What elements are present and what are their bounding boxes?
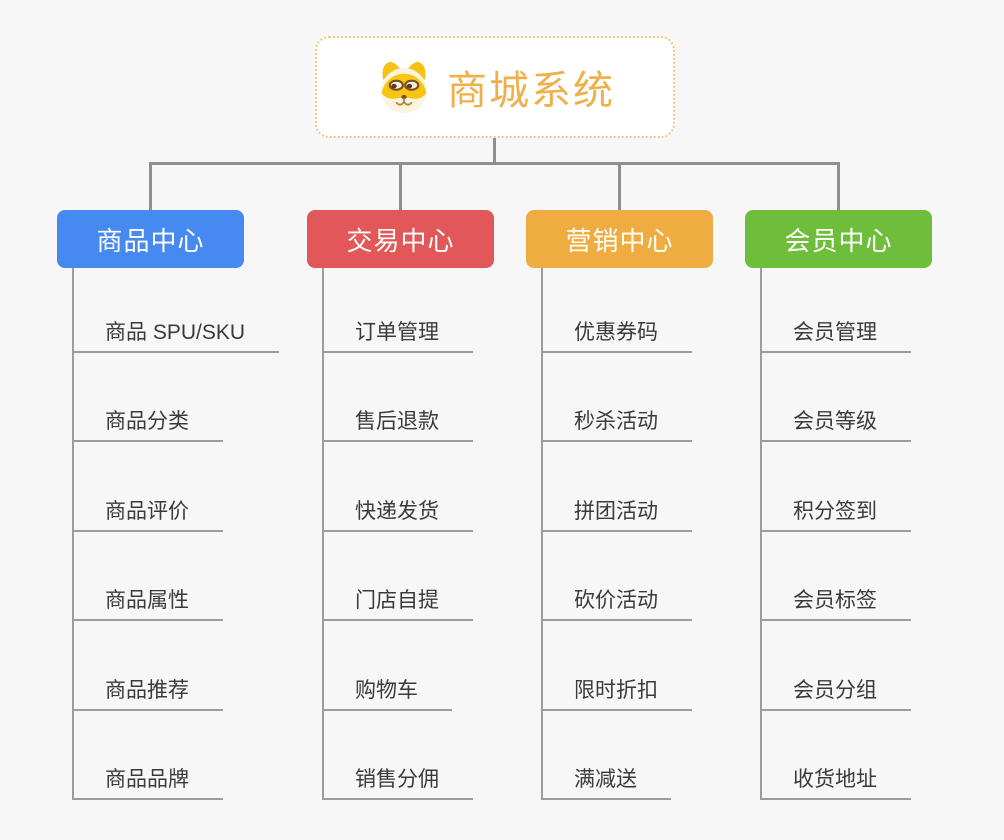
leaf-node[interactable]: 购物车	[322, 621, 452, 711]
leaf-node[interactable]: 秒杀活动	[541, 353, 692, 443]
leaf-node[interactable]: 销售分佣	[322, 711, 473, 800]
leaf-node[interactable]: 商品品牌	[72, 711, 223, 800]
leaf-node[interactable]: 商品属性	[72, 532, 223, 622]
branch-trunk-line	[322, 268, 324, 800]
leaf-list-trade: 订单管理 售后退款 快递发货 门店自提 购物车 销售分佣	[322, 268, 473, 800]
connector-drop-member	[837, 162, 840, 210]
leaf-node[interactable]: 订单管理	[322, 268, 473, 353]
connector-drop-trade	[399, 162, 402, 210]
leaf-node[interactable]: 优惠券码	[541, 268, 692, 353]
leaf-node[interactable]: 商品 SPU/SKU	[72, 268, 280, 353]
leaf-node[interactable]: 门店自提	[322, 532, 473, 622]
branch-node-product-center[interactable]: 商品中心	[57, 210, 244, 268]
root-node-label: 商城系统	[447, 69, 615, 113]
leaf-list-product: 商品 SPU/SKU 商品分类 商品评价 商品属性 商品推荐 商品品牌	[72, 268, 280, 800]
connector-drop-marketing	[618, 162, 621, 210]
branch-trade-center: 交易中心 订单管理 售后退款 快递发货 门店自提 购物车 销售分佣	[307, 210, 494, 800]
connector-horizontal-bus	[149, 162, 840, 165]
leaf-node[interactable]: 售后退款	[322, 353, 473, 443]
leaf-node[interactable]: 商品推荐	[72, 621, 223, 711]
branch-product-center: 商品中心 商品 SPU/SKU 商品分类 商品评价 商品属性 商品推荐 商品品牌	[57, 210, 280, 800]
branch-member-center: 会员中心 会员管理 会员等级 积分签到 会员标签 会员分组 收货地址	[745, 210, 932, 800]
dog-icon	[381, 61, 427, 114]
leaf-node[interactable]: 会员标签	[760, 532, 911, 622]
leaf-node[interactable]: 会员等级	[760, 353, 911, 443]
branch-trunk-line	[760, 268, 762, 800]
leaf-node[interactable]: 收货地址	[760, 711, 911, 800]
leaf-node[interactable]: 满减送	[541, 711, 671, 800]
connector-drop-product	[149, 162, 152, 210]
connector-root-vertical	[493, 138, 496, 163]
root-node[interactable]: 商城系统	[315, 36, 675, 138]
leaf-node[interactable]: 快递发货	[322, 442, 473, 532]
leaf-node[interactable]: 商品评价	[72, 442, 223, 532]
leaf-node[interactable]: 限时折扣	[541, 621, 692, 711]
leaf-node[interactable]: 砍价活动	[541, 532, 692, 622]
leaf-node[interactable]: 积分签到	[760, 442, 911, 532]
leaf-node[interactable]: 会员分组	[760, 621, 911, 711]
branch-node-trade-center[interactable]: 交易中心	[307, 210, 494, 268]
branch-trunk-line	[541, 268, 543, 800]
branch-marketing-center: 营销中心 优惠券码 秒杀活动 拼团活动 砍价活动 限时折扣 满减送	[526, 210, 713, 800]
leaf-node[interactable]: 拼团活动	[541, 442, 692, 532]
leaf-list-member: 会员管理 会员等级 积分签到 会员标签 会员分组 收货地址	[760, 268, 911, 800]
branch-node-marketing-center[interactable]: 营销中心	[526, 210, 713, 268]
branch-node-member-center[interactable]: 会员中心	[745, 210, 932, 268]
leaf-node[interactable]: 商品分类	[72, 353, 223, 443]
leaf-node[interactable]: 会员管理	[760, 268, 911, 353]
branch-trunk-line	[72, 268, 74, 800]
leaf-list-marketing: 优惠券码 秒杀活动 拼团活动 砍价活动 限时折扣 满减送	[541, 268, 692, 800]
